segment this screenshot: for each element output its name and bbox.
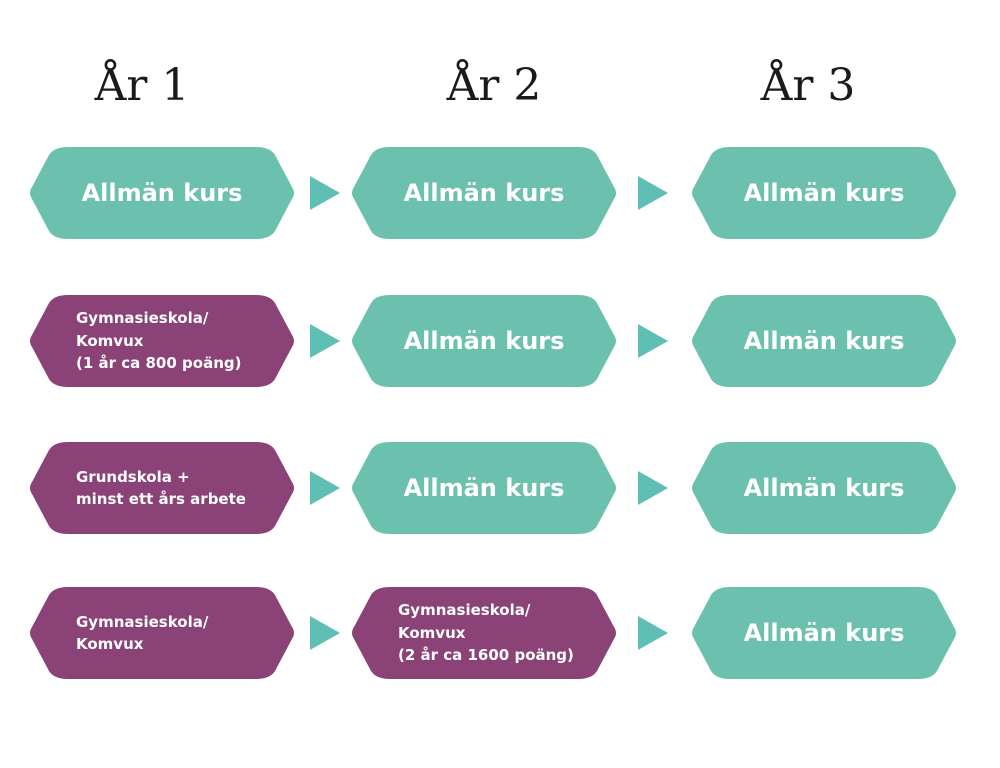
box-shape [30, 442, 294, 534]
box-shape [692, 147, 956, 239]
course-box-r2-y1: Gymnasieskola/ Komvux (1 år ca 800 poäng… [28, 295, 296, 387]
box-shape [352, 295, 616, 387]
box-label: Allmän kurs [743, 619, 905, 647]
box-shape [352, 442, 616, 534]
box-fill [692, 147, 956, 239]
box-label: Gymnasieskola/ Komvux (2 år ca 1600 poän… [398, 601, 574, 665]
course-box-r1-y3: Allmän kurs [690, 147, 958, 239]
box-label: Allmän kurs [403, 474, 565, 502]
arrow-r1-1-icon [310, 176, 340, 210]
course-box-r3-y1: Grundskola + minst ett års arbete [28, 442, 296, 534]
box-fill [692, 295, 956, 387]
box-shape [30, 295, 294, 387]
box-shape [692, 295, 956, 387]
box-fill [30, 587, 294, 679]
course-box-r1-y1: Allmän kurs [28, 147, 296, 239]
box-label: Allmän kurs [403, 327, 565, 355]
arrow-r4-2-icon [638, 616, 668, 650]
course-box-r3-y2: Allmän kurs [350, 442, 618, 534]
box-label: Allmän kurs [81, 179, 243, 207]
year-header-2: År 2 [446, 60, 542, 111]
box-label: Gymnasieskola/ Komvux (1 år ca 800 poäng… [76, 309, 242, 373]
box-label: Allmän kurs [743, 327, 905, 355]
box-fill [30, 442, 294, 534]
box-fill [30, 295, 294, 387]
box-fill [352, 147, 616, 239]
course-box-r2-y2: Allmän kurs [350, 295, 618, 387]
box-fill [352, 442, 616, 534]
box-fill [352, 295, 616, 387]
arrow-r2-1-icon [310, 324, 340, 358]
box-fill [692, 442, 956, 534]
box-fill [352, 587, 616, 679]
course-box-r1-y2: Allmän kurs [350, 147, 618, 239]
course-box-r3-y3: Allmän kurs [690, 442, 958, 534]
box-shape [692, 442, 956, 534]
box-shape [352, 587, 616, 679]
year-header-1: År 1 [94, 60, 190, 111]
arrow-r1-2-icon [638, 176, 668, 210]
course-box-r2-y3: Allmän kurs [690, 295, 958, 387]
course-box-r4-y2: Gymnasieskola/ Komvux (2 år ca 1600 poän… [350, 587, 618, 679]
course-box-r4-y1: Gymnasieskola/ Komvux [28, 587, 296, 679]
box-shape [30, 147, 294, 239]
arrow-r3-1-icon [310, 471, 340, 505]
box-label: Allmän kurs [743, 474, 905, 502]
box-label: Allmän kurs [403, 179, 565, 207]
year-header-3: År 3 [760, 60, 856, 111]
box-label: Grundskola + minst ett års arbete [76, 467, 246, 509]
box-shape [30, 587, 294, 679]
box-shape [692, 587, 956, 679]
course-box-r4-y3: Allmän kurs [690, 587, 958, 679]
arrow-r2-2-icon [638, 324, 668, 358]
box-fill [692, 587, 956, 679]
box-shape [352, 147, 616, 239]
box-label: Gymnasieskola/ Komvux [76, 612, 209, 654]
box-fill [30, 147, 294, 239]
arrow-r3-2-icon [638, 471, 668, 505]
arrow-r4-1-icon [310, 616, 340, 650]
box-label: Allmän kurs [743, 179, 905, 207]
